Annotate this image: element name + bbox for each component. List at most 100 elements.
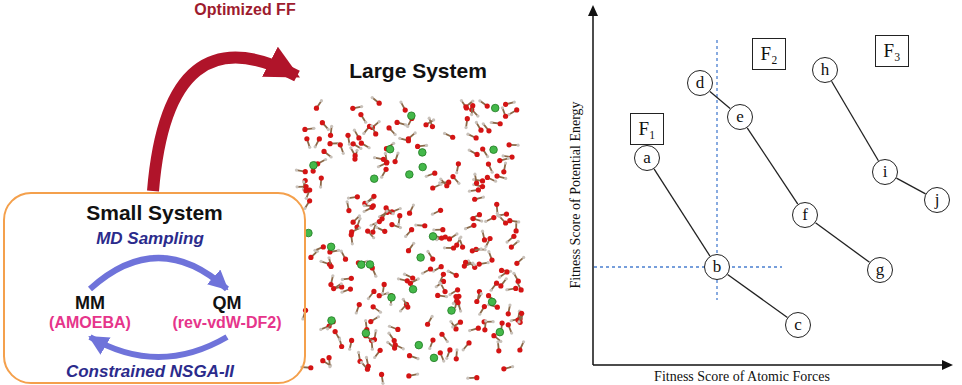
oxygen-atom [503,114,508,119]
hydrogen-atom [374,275,377,278]
hydrogen-atom [498,215,501,218]
hydrogen-atom [402,347,405,350]
hydrogen-atom [448,293,451,296]
hydrogen-atom [351,242,354,245]
oxygen-atom [349,338,354,343]
hydrogen-atom [324,158,327,161]
hydrogen-atom [504,177,507,180]
oxygen-atom [327,141,332,146]
oxygen-atom [498,283,503,288]
oxygen-atom [407,211,412,216]
ion-atom [370,175,378,183]
oxygen-atom [308,255,313,260]
oxygen-atom [317,136,322,141]
hydrogen-atom [468,329,471,332]
hydrogen-atom [327,128,330,131]
node-text: (rev-vdW-DF2) [171,313,283,332]
oxygen-atom [482,304,487,309]
oxygen-atom [392,159,397,164]
oxygen-atom [320,358,325,363]
hydrogen-atom [305,197,308,200]
hydrogen-atom [320,99,323,102]
oxygen-atom [478,128,483,133]
oxygen-atom [303,184,308,189]
circle-letter: g [876,261,885,278]
oxygen-atom [485,175,490,180]
oxygen-atom [379,372,384,377]
oxygen-atom [489,257,494,262]
hydrogen-atom [471,261,474,264]
hydrogen-atom [398,137,401,140]
oxygen-atom [497,158,502,163]
hydrogen-atom [473,173,476,176]
hydrogen-atom [451,325,454,328]
oxygen-atom [438,350,443,355]
hydrogen-atom [517,240,520,243]
hydrogen-atom [367,297,370,300]
oxygen-atom [357,359,362,364]
hydrogen-atom [511,365,514,368]
oxygen-atom [494,173,499,178]
hydrogen-atom [501,106,504,109]
oxygen-atom [496,348,501,353]
hydrogen-atom [355,149,358,152]
hydrogen-atom [364,121,367,124]
oxygen-atom [392,346,397,351]
oxygen-atom [329,264,334,269]
ion-atom [488,298,496,306]
oxygen-atom [471,223,476,228]
solution-circle: c [785,312,811,338]
hydrogen-atom [475,121,478,124]
solution-circle: f [792,202,818,228]
oxygen-atom [345,133,350,138]
node-text: F₃ [883,40,900,62]
axis-label: Fitness Score of Atomic Forces [652,369,832,385]
oxygen-atom [440,227,445,232]
oxygen-atom [476,326,481,331]
oxygen-atom [348,286,353,291]
hydrogen-atom [370,124,373,127]
hydrogen-atom [426,250,429,253]
oxygen-atom [463,104,468,109]
ion-atom [386,145,394,153]
hydrogen-atom [387,332,390,335]
oxygen-atom [406,138,411,143]
oxygen-atom [392,338,397,343]
oxygen-atom [372,337,377,342]
oxygen-atom [357,302,362,307]
oxygen-atom [466,340,471,345]
hydrogen-atom [482,195,485,198]
node-text: (AMOEBA) [48,313,132,332]
ion-atom [362,329,370,337]
circle-letter: c [794,316,802,333]
oxygen-atom [486,161,491,166]
hydrogen-atom [358,226,361,229]
oxygen-atom [446,180,451,185]
method-label: MM(AMOEBA) [44,291,136,335]
hydrogen-atom [301,317,304,320]
oxygen-atom [514,261,519,266]
oxygen-atom [371,289,376,294]
oxygen-atom [474,299,479,304]
ion-atom [448,307,456,315]
hydrogen-atom [471,99,474,102]
oxygen-atom [410,275,415,280]
hydrogen-atom [404,123,407,126]
oxygen-atom [442,289,447,294]
hydrogen-atom [484,220,487,223]
hydrogen-atom [466,377,469,380]
oxygen-atom [422,223,427,228]
oxygen-atom [506,142,511,147]
hydrogen-atom [313,249,316,252]
ion-atom [409,286,417,294]
oxygen-atom [495,305,500,310]
oxygen-atom [373,131,378,136]
oxygen-atom [304,136,309,141]
hydrogen-atom [476,114,479,117]
hydrogen-atom [355,311,358,314]
oxygen-atom [321,244,326,249]
hydrogen-atom [330,125,333,128]
hydrogen-atom [482,122,485,125]
oxygen-atom [303,169,308,174]
